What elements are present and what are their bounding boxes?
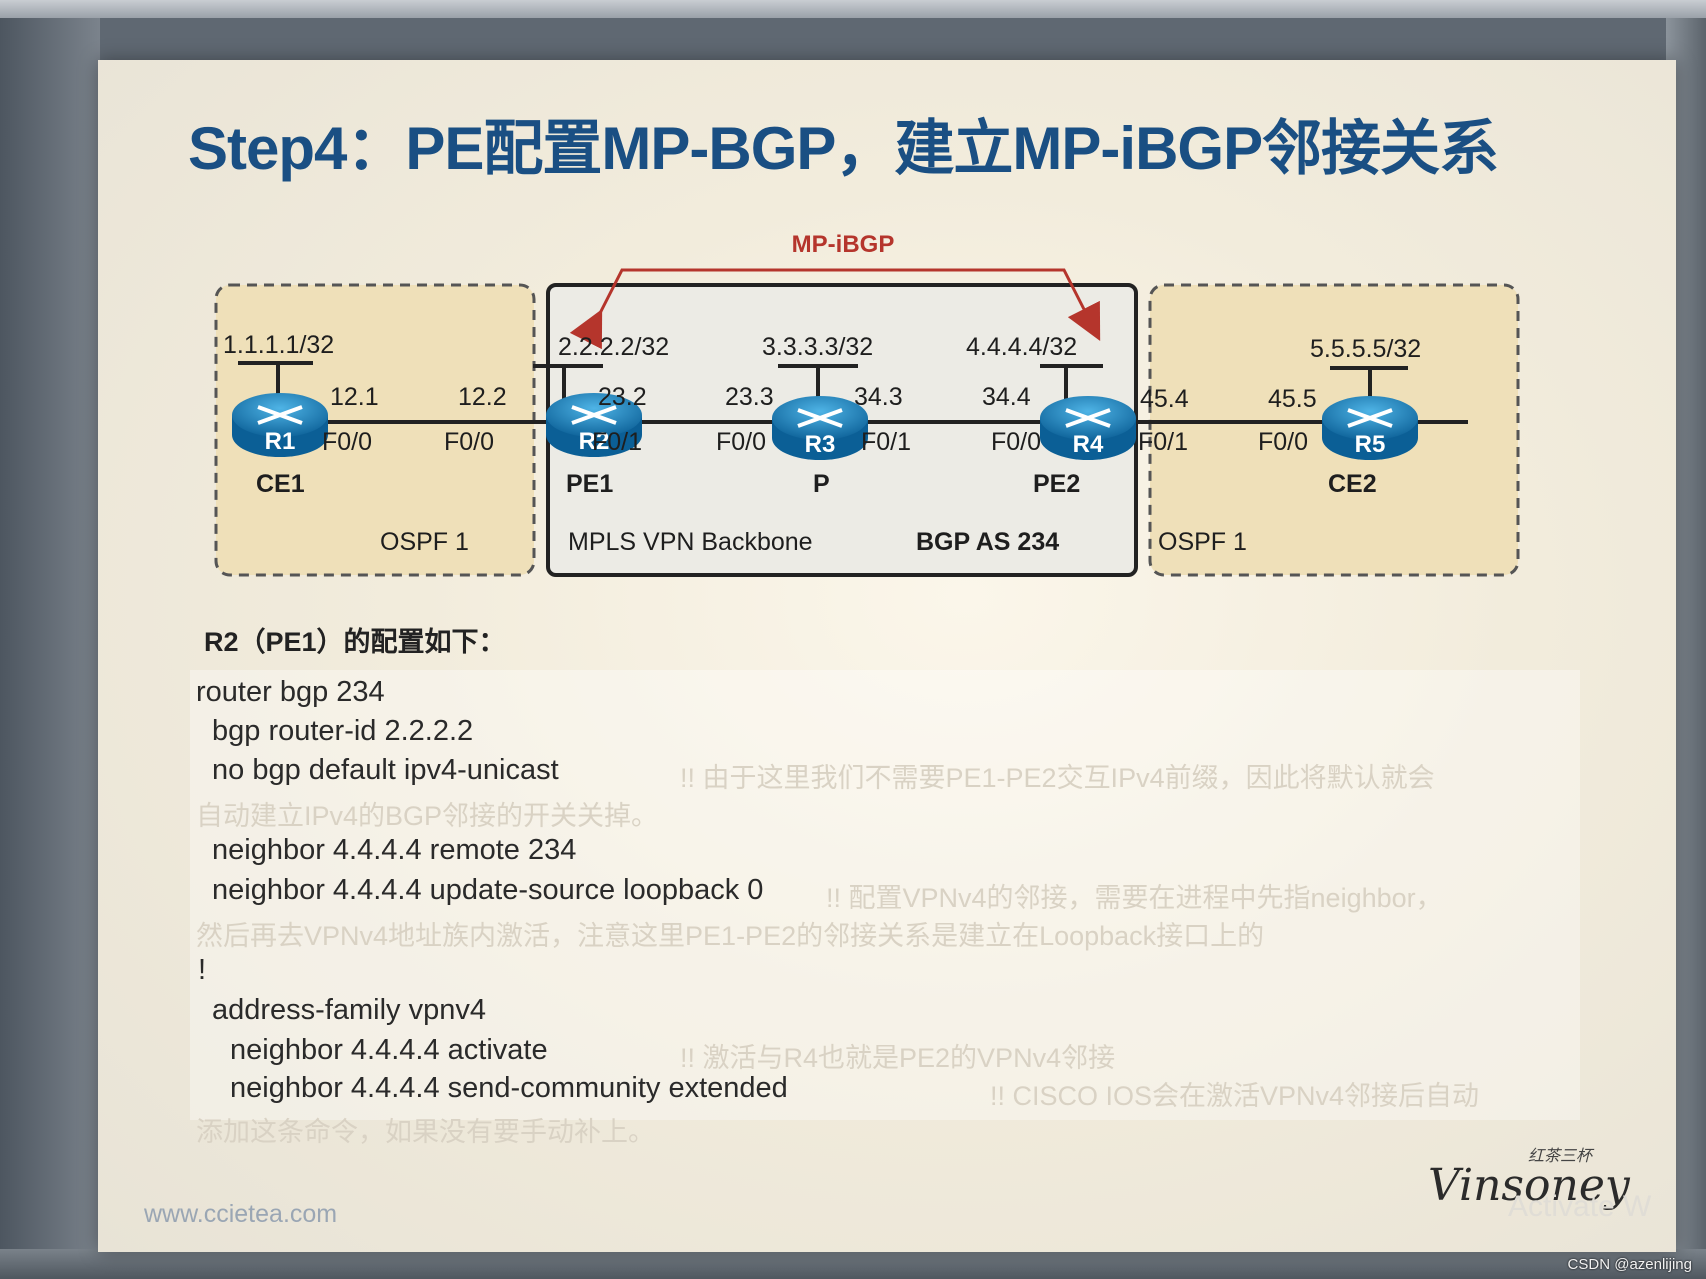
link3-left-ip: 34.3 xyxy=(854,383,903,411)
router-r4-label: R4 xyxy=(1073,431,1104,458)
link3-left-if: F0/1 xyxy=(861,428,911,456)
config-comment-4: 然后再去VPNv4地址族内激活，注意这里PE1-PE2的邻接关系是建立在Loop… xyxy=(196,921,1265,951)
role-p: P xyxy=(813,470,830,498)
config-comment-5: !! 激活与R4也就是PE2的VPNv4邻接 xyxy=(680,1043,1116,1073)
monitor-bezel-left xyxy=(0,18,100,1279)
loopback-r4: 4.4.4.4/32 xyxy=(966,333,1077,361)
mp-ibgp-arrow xyxy=(569,268,1101,350)
ospf-zone-left xyxy=(214,283,536,577)
role-pe2: PE2 xyxy=(1033,470,1080,498)
link4-left-ip: 45.4 xyxy=(1140,385,1189,413)
config-line-4: neighbor 4.4.4.4 remote 234 xyxy=(212,834,577,866)
config-heading: R2（PE1）的配置如下： xyxy=(204,627,506,657)
router-r5-icon: R5 xyxy=(1322,396,1418,460)
router-r3-label: R3 xyxy=(805,431,836,458)
network-topology-diagram: MP-iBGP R1 R2 xyxy=(214,231,1520,577)
link1-left-if: F0/0 xyxy=(322,428,372,456)
role-ce1: CE1 xyxy=(256,470,305,498)
link2-left-ip: 23.2 xyxy=(598,383,647,411)
router-r5-label: R5 xyxy=(1355,431,1386,458)
router-r4-icon: R4 xyxy=(1040,396,1136,460)
config-line-3: no bgp default ipv4-unicast xyxy=(212,754,559,786)
config-comment-2: 自动建立IPv4的BGP邻接的开关关掉。 xyxy=(196,801,659,831)
link4-right-if: F0/0 xyxy=(1258,428,1308,456)
config-code-block: router bgp 234 bgp router-id 2.2.2.2 no … xyxy=(190,670,1580,1147)
activate-windows-watermark: Activate W xyxy=(1508,1190,1652,1223)
link3-right-if: F0/0 xyxy=(991,428,1041,456)
config-line-6: ! xyxy=(198,954,207,986)
link1-right-if: F0/0 xyxy=(444,428,494,456)
monitor-bezel-bottom xyxy=(0,1249,1706,1279)
link4-left-if: F0/1 xyxy=(1138,428,1188,456)
zone-left-label: OSPF 1 xyxy=(380,528,469,556)
link1-right-ip: 12.2 xyxy=(458,383,507,411)
loopback-r3: 3.3.3.3/32 xyxy=(762,333,873,361)
config-line-2: bgp router-id 2.2.2.2 xyxy=(212,715,474,747)
config-comment-7: 添加这条命令，如果没有要手动补上。 xyxy=(196,1117,655,1147)
slide-title: Step4：PE配置MP-BGP，建立MP-iBGP邻接关系 xyxy=(188,115,1499,182)
link2-left-if: F0/1 xyxy=(592,428,642,456)
link2-right-ip: 23.3 xyxy=(725,383,774,411)
config-line-5: neighbor 4.4.4.4 update-source loopback … xyxy=(212,874,764,906)
zone-backbone-as: BGP AS 234 xyxy=(916,528,1059,556)
config-line-9: neighbor 4.4.4.4 send-community extended xyxy=(230,1072,788,1104)
router-r1-icon: R1 xyxy=(232,393,328,457)
brand-logo: Vinsoney xyxy=(1428,1160,1630,1211)
link4-right-ip: 45.5 xyxy=(1268,385,1317,413)
router-r3-icon: R3 xyxy=(772,396,868,460)
monitor-bezel-top xyxy=(0,0,1706,18)
loopback-r2: 2.2.2.2/32 xyxy=(558,333,669,361)
mp-ibgp-label: MP-iBGP xyxy=(792,231,895,258)
link3-right-ip: 34.4 xyxy=(982,383,1031,411)
site-url: www.ccietea.com xyxy=(144,1200,338,1228)
config-comment-6: !! CISCO IOS会在激活VPNv4邻接后自动 xyxy=(990,1081,1480,1111)
config-line-7: address-family vpnv4 xyxy=(212,994,486,1026)
link2-right-if: F0/0 xyxy=(716,428,766,456)
role-ce2: CE2 xyxy=(1328,470,1377,498)
role-pe1: PE1 xyxy=(566,470,613,498)
router-r1-label: R1 xyxy=(265,428,296,455)
link1-left-ip: 12.1 xyxy=(330,383,379,411)
router-r2-icon: R2 xyxy=(546,393,642,457)
presentation-slide: Step4：PE配置MP-BGP，建立MP-iBGP邻接关系 MP-iBGP xyxy=(98,60,1676,1252)
config-comment-3: !! 配置VPNv4的邻接，需要在进程中先指neighbor， xyxy=(826,883,1443,913)
zone-backbone-label: MPLS VPN Backbone xyxy=(568,528,813,556)
csdn-watermark: CSDN @azenlijing xyxy=(1567,1256,1692,1273)
config-line-8: neighbor 4.4.4.4 activate xyxy=(230,1034,548,1066)
zone-right-label: OSPF 1 xyxy=(1158,528,1247,556)
loopback-r1: 1.1.1.1/32 xyxy=(223,331,334,359)
config-line-1: router bgp 234 xyxy=(196,676,385,708)
loopback-r5: 5.5.5.5/32 xyxy=(1310,335,1421,363)
brand-small-text: 红茶三杯 xyxy=(1528,1148,1593,1165)
router-r2-label: R2 xyxy=(579,428,610,455)
config-comment-1: !! 由于这里我们不需要PE1-PE2交互IPv4前缀，因此将默认就会 xyxy=(680,763,1435,793)
